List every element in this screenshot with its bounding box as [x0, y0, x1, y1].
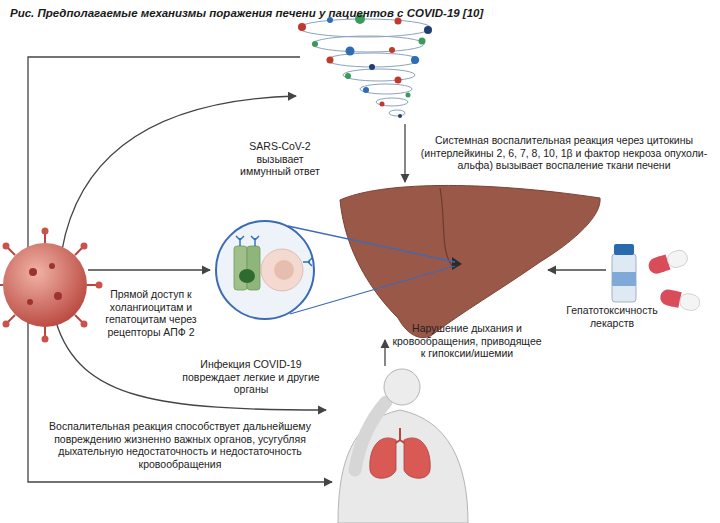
lung: [370, 438, 396, 478]
hypoxia-label: Нарушение дыхания и кровообращения, прив…: [392, 322, 542, 360]
virus-spike-tip: [3, 243, 10, 250]
figure-title: Рис. Предполагаемые механизмы поражения …: [10, 6, 483, 20]
cytokine-dot: [346, 47, 355, 56]
capsule: [647, 248, 690, 276]
virus-spike-tip: [3, 321, 10, 328]
liver: [340, 185, 600, 337]
cytokine-dot: [411, 56, 419, 64]
cytokine-dot: [395, 77, 402, 84]
drug-label: Гепатотоксичность лекарств: [556, 304, 668, 329]
cytokine-swirl: [343, 69, 415, 81]
capsule-half: [659, 288, 682, 308]
drug-arrow: [548, 269, 606, 270]
cytokine-dot: [389, 47, 395, 53]
cholangiocyte: [247, 246, 260, 290]
cell-circle: [216, 221, 314, 319]
cytokine-dot: [298, 23, 306, 31]
capsule: [659, 288, 701, 312]
cytokine-dot: [398, 114, 402, 118]
vial-cap: [614, 244, 634, 255]
liver-ligament: [440, 188, 452, 266]
virus-spike-tip: [42, 228, 49, 235]
virus-spike-tip: [81, 243, 88, 250]
virus-dot: [49, 263, 55, 269]
virus-dot: [54, 292, 62, 300]
virus-body: [3, 243, 87, 327]
cytokine-swirl: [389, 110, 405, 116]
cytokine-dot: [406, 93, 411, 98]
virus-dot: [29, 268, 37, 276]
immune-label: SARS-CoV-2 вызывает иммунный ответ: [232, 140, 328, 178]
vial: [612, 254, 636, 302]
virus-spike-tip: [81, 321, 88, 328]
capsule-half: [678, 292, 701, 312]
virus-spike-tip: [96, 282, 103, 289]
capsule-half: [647, 254, 671, 275]
virus-spikes: [0, 232, 98, 338]
cytokine-dot: [419, 38, 426, 45]
virus-spike-tip: [42, 336, 49, 343]
capsule-half: [666, 248, 690, 269]
cytokine-dot: [327, 57, 334, 64]
cytokine-label: Системная воспалительная реакция через ц…: [418, 134, 710, 172]
lung: [404, 438, 430, 478]
access-label: Прямой доступ к холангиоцитам и гепатоци…: [92, 288, 210, 338]
cytokine-swirl: [376, 98, 408, 106]
cytokine-swirl: [360, 84, 412, 94]
zoom-marker: [452, 257, 462, 270]
cytokine-dot: [380, 102, 385, 107]
cytokine-swirl: [299, 19, 431, 37]
cytokine-dot: [424, 26, 432, 34]
cholangiocyte: [234, 246, 247, 290]
cytokine-dot: [345, 73, 351, 79]
cell-nucleus: [239, 269, 255, 283]
hypoxia-arrow: [384, 340, 385, 366]
feedback-label: Воспалительная реакция способствует даль…: [40, 420, 320, 470]
person-head: [384, 369, 420, 405]
ace2-receptors: [236, 236, 312, 266]
vial-label: [612, 272, 636, 286]
cytokine-swirl: [312, 36, 424, 52]
hepatocyte-nucleus: [274, 260, 294, 280]
cytokine-dot: [312, 41, 318, 47]
direct-access-arrow: [88, 269, 210, 270]
hepatocyte: [261, 249, 303, 291]
cytokine-dot: [363, 87, 369, 93]
lung-label: Инфекция COVID-19 повреждает легкие и др…: [180, 358, 322, 396]
virus-dot: [27, 299, 33, 305]
cytokine-dot: [369, 64, 375, 70]
cytokine-arrow: [404, 124, 405, 182]
